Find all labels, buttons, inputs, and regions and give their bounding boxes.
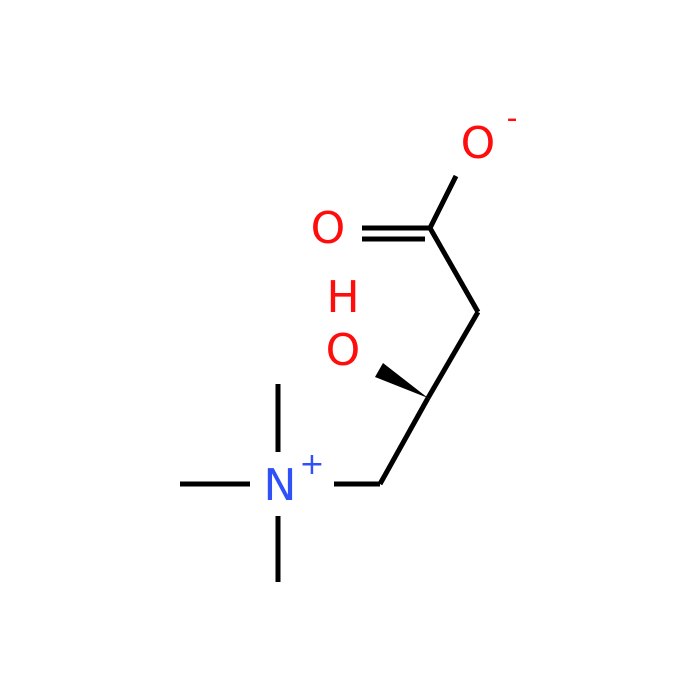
bond-carboxyl-o-minus	[427, 174, 459, 230]
bond-ch2-chiral	[425, 310, 481, 400]
bond-chiral-ch2n	[377, 396, 431, 486]
atom-o-carbonyl: O	[311, 203, 346, 254]
bond-carboxyl-ch2	[427, 226, 481, 314]
atom-nitrogen: N	[264, 460, 297, 511]
atom-o-minus: O	[461, 118, 496, 169]
atom-hydroxyl-h: H	[326, 272, 359, 323]
wedge-bond-hydroxyl	[375, 363, 428, 398]
charge-plus: +	[299, 447, 324, 482]
atom-hydroxyl-o: O	[326, 325, 361, 376]
charge-minus: -	[507, 101, 518, 136]
bonds	[180, 174, 481, 582]
